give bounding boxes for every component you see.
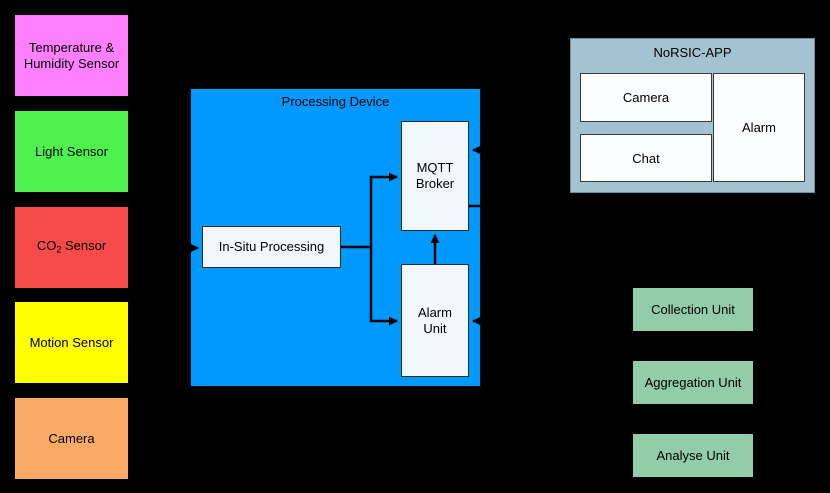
sensor-temperature-humidity[interactable]: Temperature & Humidity Sensor — [14, 14, 129, 97]
sensor-camera[interactable]: Camera — [14, 397, 129, 480]
aggregation-unit-box[interactable]: Aggregation Unit — [632, 360, 754, 405]
sensor-label: Temperature & Humidity Sensor — [23, 39, 120, 71]
sensor-label: Camera — [48, 430, 95, 446]
sensor-light[interactable]: Light Sensor — [14, 110, 129, 193]
norsic-app-camera-box[interactable]: Camera — [580, 73, 712, 122]
processing-device-title: Processing Device — [281, 94, 390, 109]
norsic-app-alarm-box[interactable]: Alarm — [713, 73, 805, 182]
wire-sensors-to-in-situ — [129, 54, 199, 440]
sensor-co2[interactable]: CO2 Sensor — [14, 206, 129, 289]
in-situ-processing-block[interactable]: In-Situ Processing — [202, 226, 341, 268]
sensor-label: CO2 Sensor — [36, 237, 107, 255]
alarm-unit-block[interactable]: Alarm Unit — [401, 264, 469, 377]
mqtt-broker-block[interactable]: MQTT Broker — [401, 121, 469, 231]
analyse-unit-box[interactable]: Analyse Unit — [632, 433, 754, 478]
collection-unit-box[interactable]: Collection Unit — [632, 287, 754, 332]
norsic-app-title: NoRSIC-APP — [653, 45, 732, 60]
sensor-label: Light Sensor — [35, 143, 108, 159]
norsic-app-chat-box[interactable]: Chat — [580, 134, 712, 182]
sensor-label: Motion Sensor — [29, 334, 114, 350]
sensor-motion[interactable]: Motion Sensor — [14, 301, 129, 384]
